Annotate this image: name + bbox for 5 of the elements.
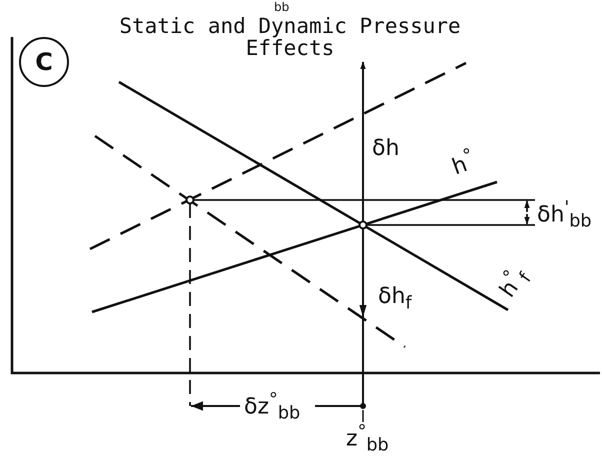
diagram-title: Static and Dynamic Pressure Effects	[118, 15, 462, 59]
delta-label: δh$_{f}$	[378, 286, 412, 313]
panel-letter: C	[19, 37, 69, 87]
delta-label: δh	[372, 138, 400, 160]
subscript-fragment: bb	[274, 1, 290, 13]
